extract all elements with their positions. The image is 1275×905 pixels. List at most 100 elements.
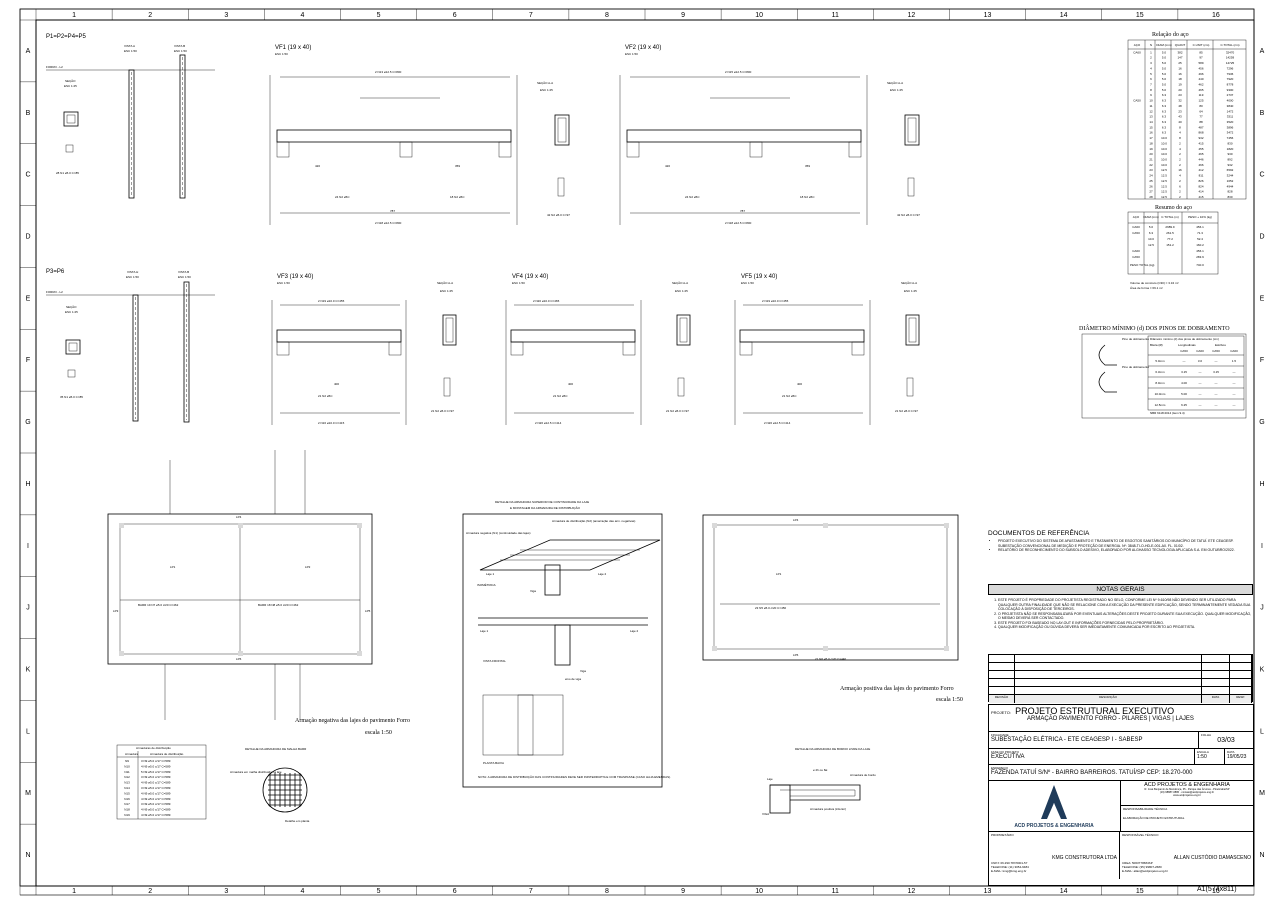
bend-diameter-table: DIÂMETRO MÍNIMO (d) DOS PINOS DE DOBRAME… [1079,324,1247,419]
mesh-title: DETALHE DA ARMADURA DE MALHA BARR [245,747,307,751]
stirrup-bar: 42 N2 ø5.0 C=97 [547,213,570,217]
steel-cell: 6.3 [1162,131,1167,135]
slab-caption: Armação positiva das lajes do pavimento … [840,686,954,692]
steel-cell: 2 [1179,163,1181,167]
pillar-group-title: P3=P6 [46,269,65,275]
steel-cell: 4944 [1227,184,1234,188]
summary-cell: 5.0 [1149,225,1154,229]
mesh-detail: DETALHE DA ARMADURA DE MALHA BARR Armadu… [230,747,310,823]
grid-column-label: 16 [1212,12,1220,19]
beam-bottom-bar: 2 N16 ø10.0 C=415 [318,421,345,425]
reference-item: PROJETO EXECUTIVO DO SISTEMA DE AFASTAME… [998,539,1253,548]
steel-cell: 456 [1198,66,1203,70]
slab-scale: escala 1:50 [365,730,392,736]
grid-column-label: 7 [529,12,533,19]
reference-item: RELATÓRIO DE RECONHECIMENTO DO SUBSOLO A… [998,548,1253,553]
steel-cell: 5.0 [1162,77,1167,81]
beam-bottom-bar: 2 N18 ø12.5 C=800 [375,221,402,225]
owner-line: E-MAIL: kmg@kmg.eng.br [991,869,1027,873]
stirrup-bar: 21 N2 ø5.0 C=97 [666,409,689,413]
steel-cell: 9 [1150,93,1152,97]
dist-cell: 4 N9 ø5.0 c/17 C=589 [141,764,171,768]
bend-cell: — [1233,381,1236,385]
section-scale: ESC 1:25 [65,310,78,314]
grid-row-label: B [26,110,31,117]
grid-row-label: F [1260,357,1264,364]
steel-cell: 8 [1179,125,1181,129]
section-title: SEÇÃO A-A [901,280,917,285]
steel-header: QUANT [1175,43,1186,47]
steel-cell: 28 [1149,195,1153,199]
purpose-label: FINALIDADE [991,733,1009,737]
steel-cell: 25 [1149,179,1153,183]
steel-cell: 828 [1227,190,1232,194]
dist-cell: 3 N9 ø5.0 c/17 C=589 [141,802,171,806]
company-line: www.acdprojetos.eng.br [1173,794,1201,797]
summary-cell: 456.1 [1196,249,1204,253]
beam-vf1: VF1 (19 x 40) ESC 1:50 2 N13 ø12.5 C=800… [269,45,570,225]
scale: 1:50 [1197,754,1207,760]
slab-negative-plan: LP1 LP2 LP3 LP4 LP5 LP6 BARR 19 N7 ø5.0 … [107,450,410,736]
grid-column-label: 15 [1136,12,1144,19]
bend-sub: CA60 [1196,349,1204,353]
slab2-label: Laje 2 [630,629,639,633]
summary-cell: 283.9 [1196,255,1204,259]
steel-cell: 10.0 [1161,136,1167,140]
steel-cell: 4 [1150,66,1152,70]
steel-cell: 97 [1199,56,1203,60]
grid-row-label: E [1260,295,1265,302]
summary-cell: 2689.9 [1165,225,1175,229]
summary-cell: 10.0 [1148,237,1154,241]
grid-row-label: M [1259,790,1265,797]
stirrup-bar: 42 N2 ø5.0 C=97 [897,213,920,217]
steel-header: C.TOTAL (cm) [1220,43,1239,47]
steel-cell: 48 [1178,104,1182,108]
steel-cell: 12.5 [1161,179,1167,183]
beam-scale: ESC 1:50 [512,281,525,285]
steel-cell: CA60 [1133,50,1141,54]
steel-cell: 6 [1150,77,1152,81]
owner-label: PROPRIETÁRIO [991,833,1014,837]
dist-cell: 5 N9 ø5.0 c/17 C=589 [141,770,171,774]
grid-column-label: 8 [605,12,609,19]
steel-cell: 25 [1178,61,1182,65]
steel-cell: 6 [1179,184,1181,188]
steel-cell: 930 [1227,152,1232,156]
bend-cell: 3.15 [1181,370,1187,374]
steel-cell: 10 [1149,99,1153,103]
mesh-label: Armadura em malha distribuída na laje [230,770,282,774]
pillar-group-2: P3=P6 VISTA H ESC 1:50 VISTA B ESC 1:50 … [46,269,215,423]
grid-column-label: 5 [377,888,381,895]
steel-cell: 2 [1179,190,1181,194]
dist-header: Armadura de distribuição [150,752,184,756]
steel-cell: 4000 [1227,99,1234,103]
bend-cell: 12.5mm [1155,403,1166,407]
slab-label: LP2 [305,565,311,569]
steel-cell: 2 [1179,179,1181,183]
bend-cell: — [1199,381,1202,385]
slab-label: LP5 [365,609,371,613]
beam-stirrups: 18 N2 ø5C [450,195,465,199]
steel-cell: 18 [1149,141,1153,145]
grid-row-label: N [1259,852,1264,859]
steel-cell: 5 [1150,72,1152,76]
steel-cell: 80 [1199,104,1203,108]
pin-label: Pino de dobramento [1122,337,1149,341]
grid-column-label: 1 [72,12,76,19]
company-line: (19) 98887-0886 · contato@acdprojetos.en… [1159,791,1215,794]
bend-cell: — [1233,403,1236,407]
slab-bar: BARR 19 N7 ø5.0 c/20 C=462 [138,603,179,607]
steel-cell: 826 [1198,179,1203,183]
steel-cell: 2 [1179,158,1181,162]
steel-cell: 462 [1198,83,1203,87]
steel-cell: 22 [1149,163,1153,167]
dist-cell: N13 [124,781,130,785]
steel-cell: 415 [1198,141,1203,145]
slab-label: LP6 [236,657,242,661]
dist-cell: N17 [124,802,130,806]
beam-top-bar: 2 N19 ø10.0 C=455 [318,299,345,303]
span-label: 420 [665,164,670,168]
grid-row-label: A [26,48,31,55]
